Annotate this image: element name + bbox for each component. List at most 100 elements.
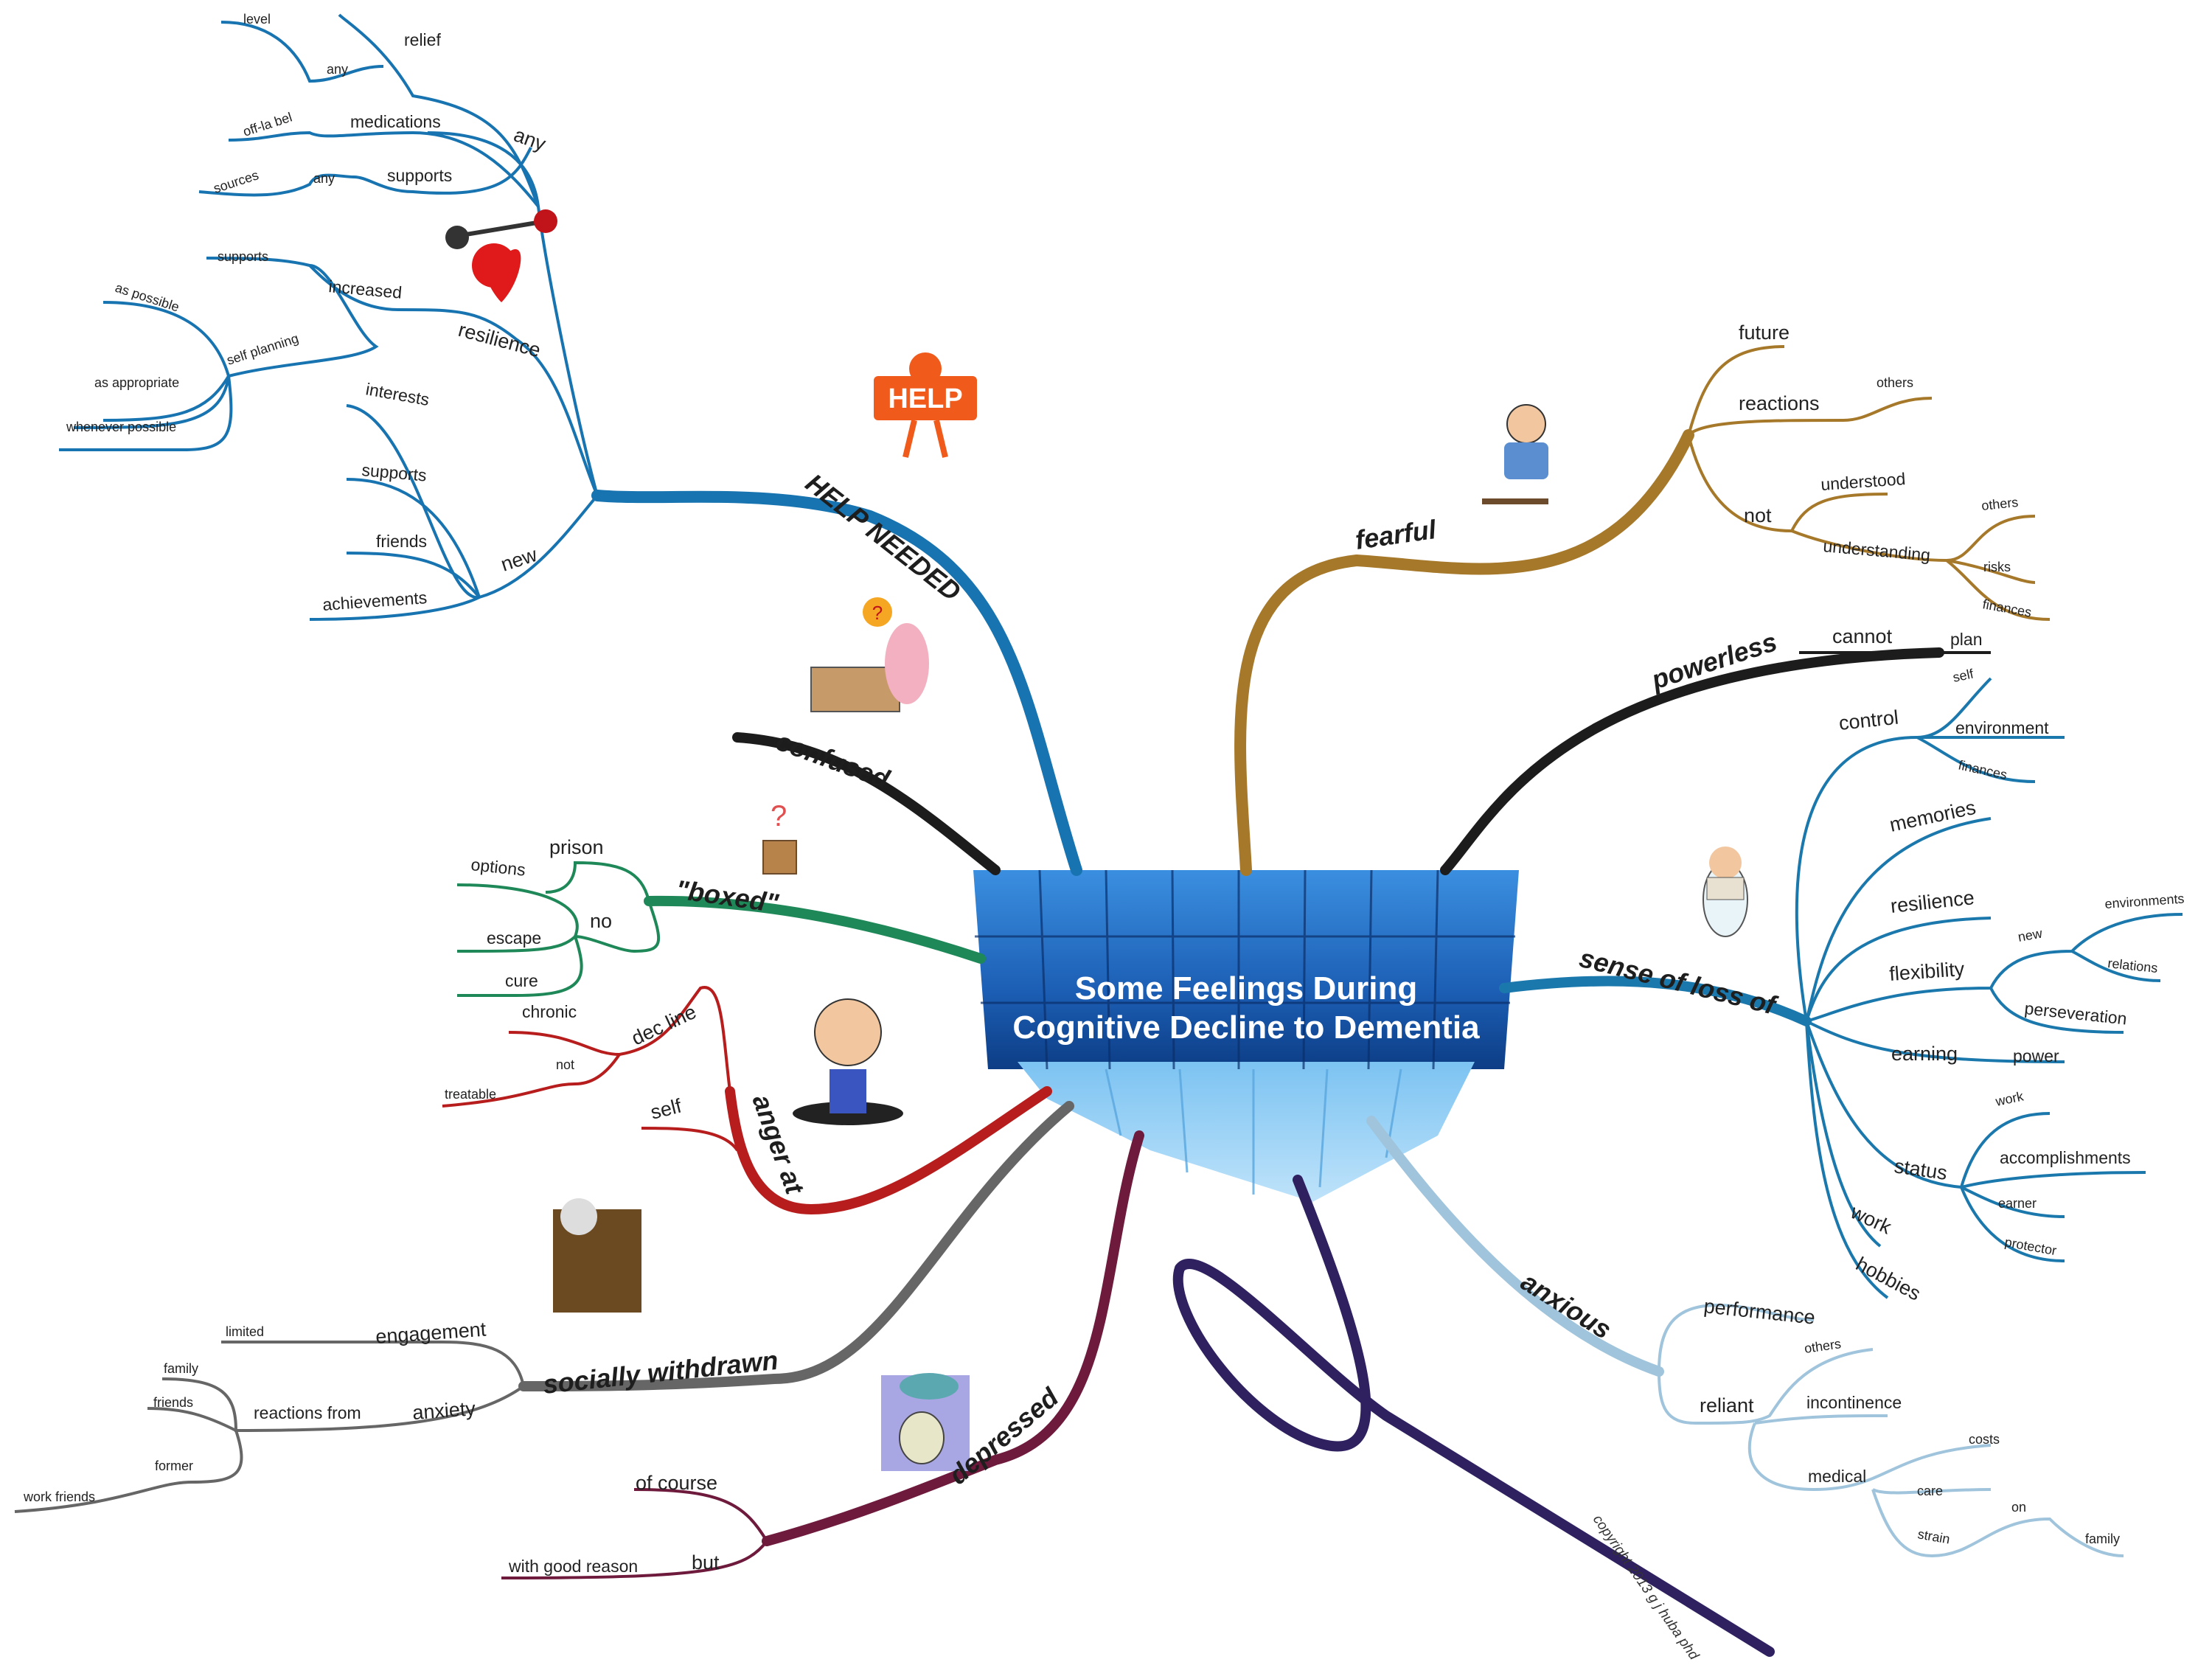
help-increased: increased — [328, 277, 403, 302]
fearful-others: others — [1877, 375, 1913, 390]
powerless-cannot: cannot — [1832, 625, 1893, 647]
loss-environments: environments — [2104, 891, 2185, 911]
loss-environment: environment — [1955, 718, 2049, 737]
withdrawn-limited: limited — [226, 1324, 264, 1339]
help-level: level — [243, 12, 271, 27]
branch-boxed — [644, 895, 986, 964]
boxed-subbranches — [456, 861, 660, 998]
question-box-icon: ? — [762, 800, 797, 875]
help-sign-icon: HELP — [874, 352, 977, 458]
help-needed-label: HELP NEEDED — [800, 467, 967, 607]
help-resilience: resilience — [456, 319, 543, 361]
loss-protector: protector — [2003, 1234, 2057, 1258]
boxed-prison: prison — [549, 836, 604, 858]
rain-cloud-icon — [881, 1373, 970, 1471]
heart-weightlifter-icon — [445, 209, 557, 302]
help-interests: interests — [364, 379, 431, 409]
anxious-strain: strain — [1916, 1526, 1951, 1546]
loss-work: work — [1994, 1088, 2025, 1109]
loss-flexibility: flexibility — [1888, 958, 1965, 985]
help-as-appropriate: as appropriate — [94, 375, 179, 390]
boxed-no: no — [590, 910, 612, 932]
withdrawn-work-friends: work friends — [23, 1489, 95, 1504]
fearful-label: fearful — [1353, 514, 1439, 555]
help-as-possible: as possible — [114, 280, 181, 315]
branch-anger-at — [725, 1086, 1052, 1215]
loss-earning: earning — [1891, 1043, 1958, 1065]
branch-powerless — [1440, 647, 1944, 875]
fearful-reactions: reactions — [1739, 392, 1820, 414]
help-achievements: achievements — [322, 588, 428, 614]
help-relief: relief — [404, 30, 441, 49]
help-any-supports: any — [313, 171, 335, 186]
fearful-person-icon — [1482, 404, 1548, 504]
boxed-label: "boxed" — [674, 874, 781, 918]
branch-help-needed — [591, 490, 1082, 876]
anxious-label: anxious — [1516, 1266, 1617, 1345]
withdrawn-former: former — [155, 1459, 193, 1473]
depressed-of-course: of course — [636, 1472, 717, 1494]
depressed-subbranches — [501, 1488, 768, 1579]
loss-resilience: resilience — [1889, 886, 1975, 917]
withdrawn-reactions-from: reactions from — [254, 1403, 361, 1422]
boxed-cure: cure — [505, 971, 538, 990]
svg-text:?: ? — [771, 800, 787, 832]
anxious-others: others — [1804, 1336, 1842, 1356]
help-self-planning: self planning — [225, 331, 300, 368]
central-title-line2: Cognitive Decline to Dementia — [1012, 1009, 1480, 1046]
anger-chronic: chronic — [522, 1002, 577, 1021]
copyright-text: copyright 2013 g j huba phd — [1590, 1512, 1703, 1664]
anxious-medical: medical — [1808, 1467, 1866, 1486]
fearful-understood: understood — [1820, 469, 1907, 494]
central-title-line1: Some Feelings During — [1075, 970, 1418, 1007]
branch-socially-withdrawn — [518, 1101, 1074, 1391]
sad-elder-icon — [553, 1198, 641, 1313]
central-cube: Some Feelings During Cognitive Decline t… — [973, 869, 1519, 1202]
loss-memories: memories — [1888, 796, 1978, 836]
loss-status: status — [1893, 1155, 1949, 1184]
branch-fearful — [1234, 429, 1694, 876]
help-sources: sources — [212, 167, 260, 195]
powerless-plan: plan — [1950, 630, 1982, 649]
anxious-family: family — [2085, 1532, 2120, 1546]
help-sign-text: HELP — [888, 383, 962, 414]
branch-confused — [732, 732, 1001, 875]
anger-not: not — [556, 1057, 574, 1072]
loss-control: control — [1837, 706, 1899, 734]
boxed-escape: escape — [487, 928, 541, 948]
help-subbranches — [59, 13, 599, 621]
loss-subbranches — [1795, 677, 2183, 1299]
anger-decline: dec line — [628, 1001, 700, 1050]
main-branches — [518, 429, 1944, 1657]
withdrawn-family: family — [164, 1361, 198, 1376]
anger-self: self — [648, 1094, 684, 1123]
anger-treatable: treatable — [445, 1087, 496, 1102]
anxious-costs: costs — [1969, 1432, 2000, 1447]
loss-accomplishments: accomplishments — [2000, 1148, 2131, 1167]
help-new: new — [498, 543, 540, 576]
loss-self: self — [1952, 666, 1976, 685]
withdrawn-anxiety: anxiety — [411, 1397, 476, 1424]
fearful-understanding-others: others — [1980, 495, 2019, 513]
anger-subbranches — [442, 986, 739, 1152]
help-supports: supports — [387, 166, 452, 185]
socially-withdrawn-label: socially withdrawn — [542, 1345, 780, 1400]
confused-person-icon: ? — [810, 597, 929, 712]
help-whenever-possible: whenever possible — [66, 420, 176, 434]
map-ghost-icon — [1703, 847, 1748, 937]
fearful-risks: risks — [1983, 560, 2011, 574]
depressed-but: but — [692, 1551, 720, 1574]
confused-label: confused — [772, 726, 894, 795]
branch-anxious — [1366, 1116, 1664, 1377]
anxious-subbranches — [1658, 1303, 2124, 1558]
help-any: any — [511, 123, 549, 155]
anxious-performance: performance — [1703, 1295, 1816, 1329]
help-supports-increased: supports — [218, 249, 268, 264]
anxious-on: on — [2011, 1500, 2026, 1515]
anxious-reliant: reliant — [1700, 1394, 1754, 1416]
boxed-options: options — [470, 855, 526, 880]
withdrawn-subbranches — [14, 1340, 525, 1513]
fearful-subbranches — [1687, 345, 2051, 621]
fearful-not: not — [1744, 504, 1772, 526]
branch-copyright-curl — [1173, 1175, 1775, 1657]
